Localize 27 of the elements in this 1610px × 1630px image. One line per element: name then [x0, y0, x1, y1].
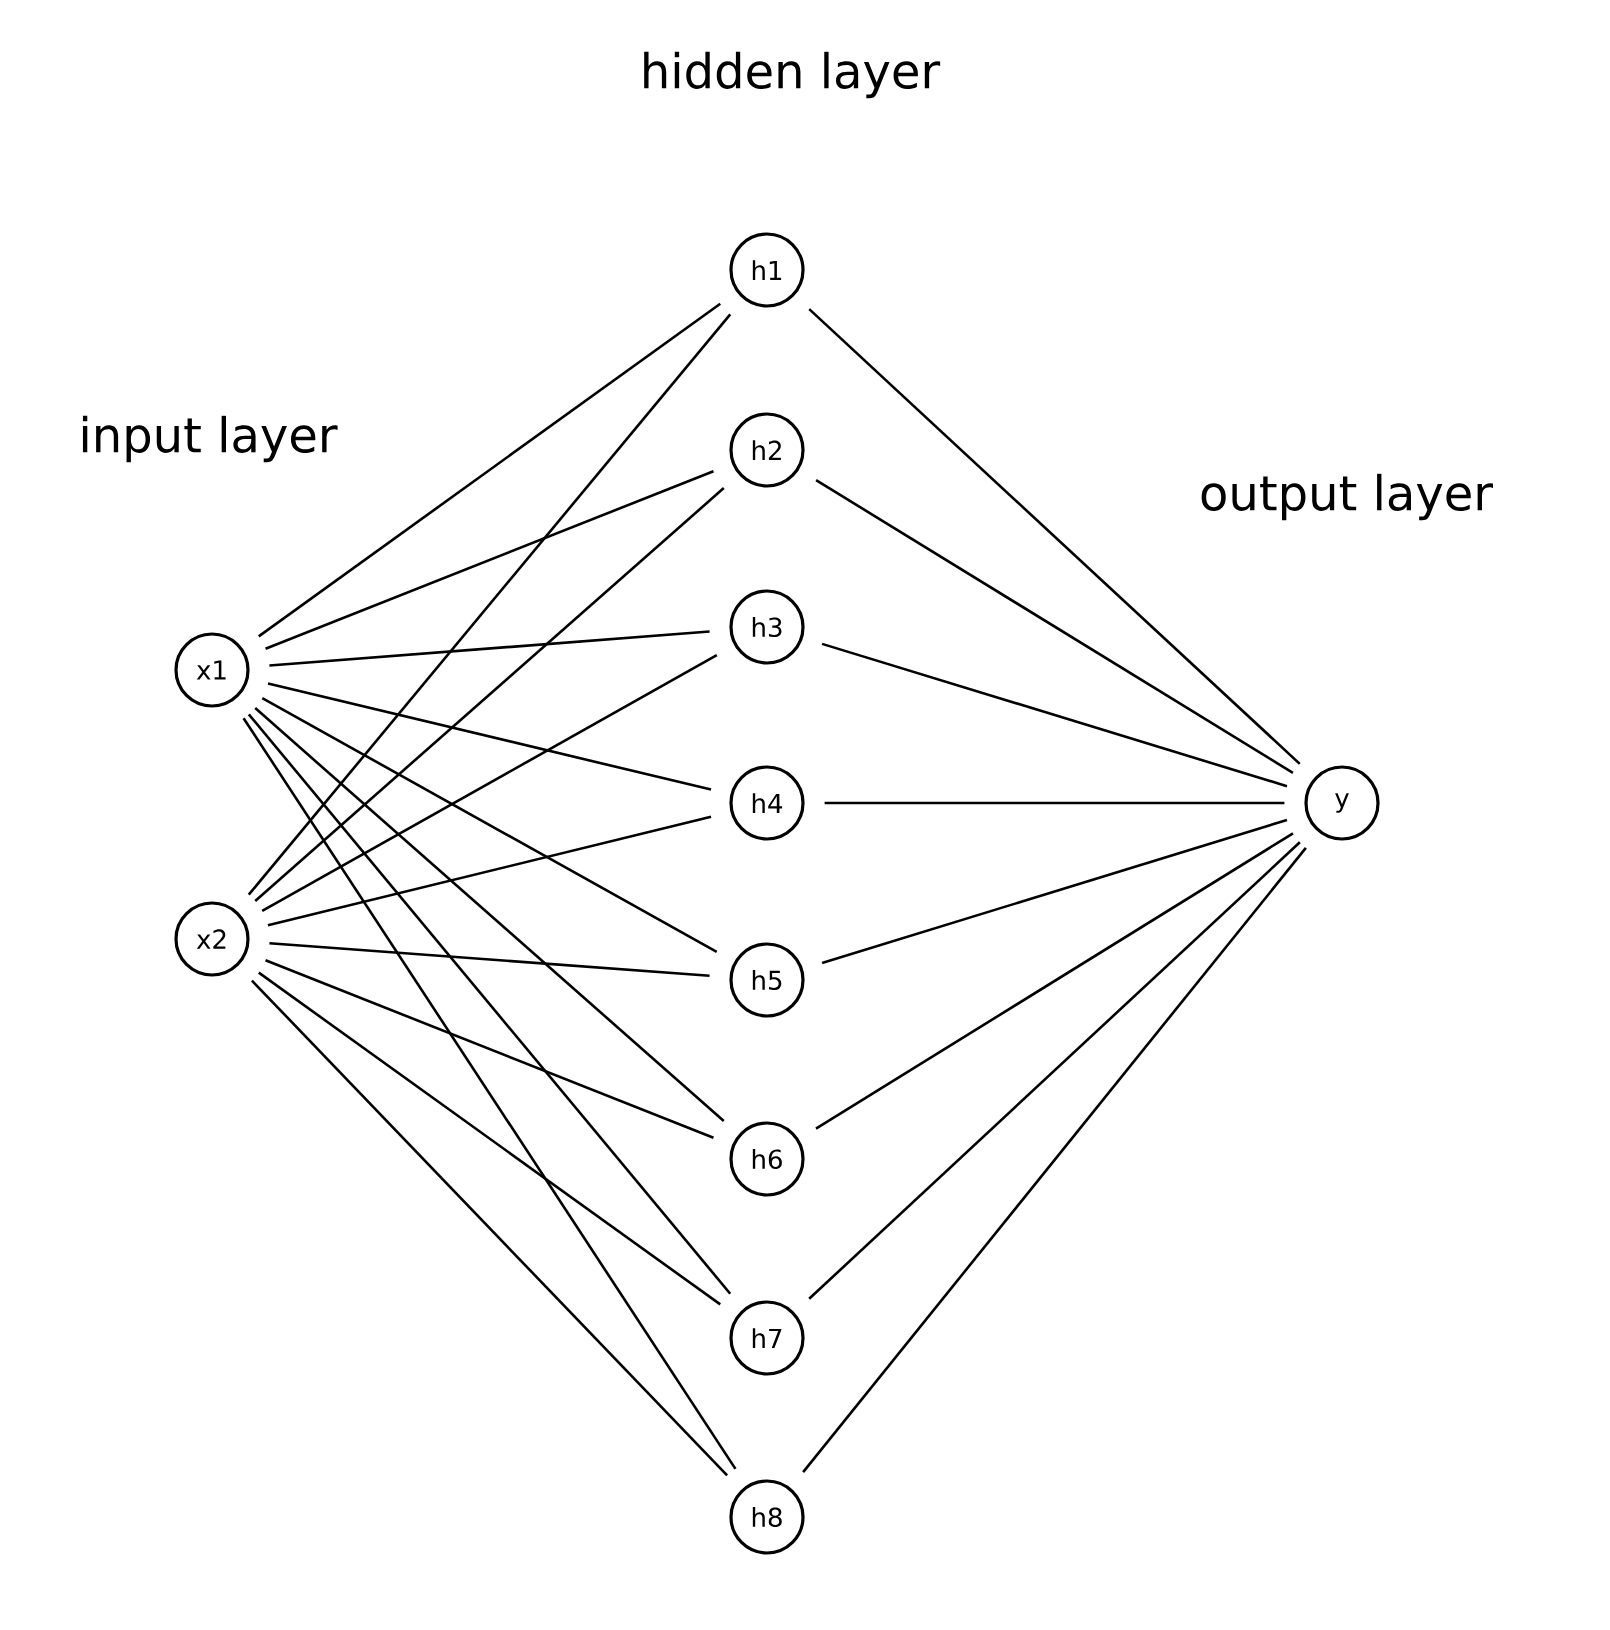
layer-label: output layer: [1201, 473, 1493, 521]
connection-line: [821, 642, 1288, 788]
connection-line: [267, 815, 712, 927]
connection-line: [269, 941, 710, 978]
connection-line: [247, 313, 732, 896]
connection-line: [250, 979, 729, 1477]
connection-line: [269, 630, 710, 667]
connection-line: [808, 841, 1301, 1300]
connection-line: [242, 717, 737, 1470]
connection-line: [815, 479, 1294, 774]
connection-line: [258, 971, 721, 1306]
connection-line: [821, 818, 1288, 965]
connection-line: [261, 654, 718, 912]
connection-line: [802, 847, 1307, 1473]
connection-line: [815, 832, 1294, 1130]
connection-line: [254, 487, 725, 902]
connection-line: [265, 470, 714, 650]
connection-line: [808, 308, 1301, 765]
connection-line: [265, 959, 714, 1139]
connection-line: [267, 682, 712, 791]
connection-line: [254, 707, 725, 1122]
layer-label: hidden layer: [644, 51, 941, 99]
connection-line: [257, 302, 722, 638]
connection-line: [247, 713, 732, 1295]
layer-label: input layer: [82, 415, 338, 463]
connection-line: [824, 801, 1285, 805]
connection-line: [261, 696, 718, 954]
